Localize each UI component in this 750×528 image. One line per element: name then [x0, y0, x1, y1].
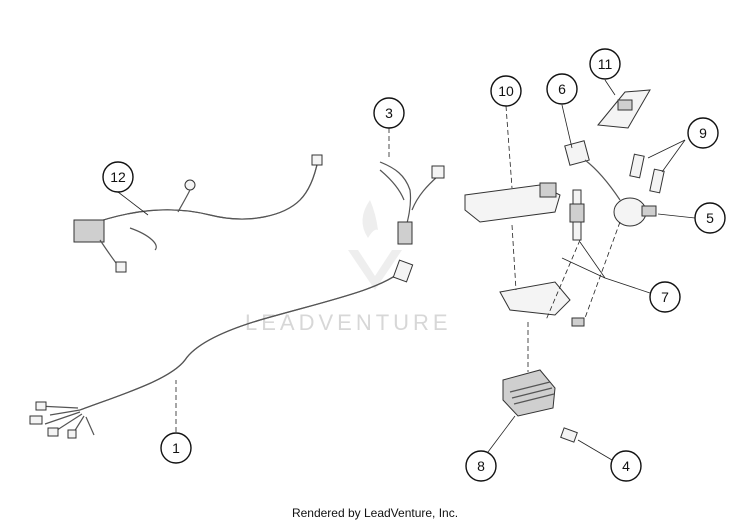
bolts [629, 153, 665, 194]
spark-plug [569, 189, 585, 241]
callout-6[interactable]: 6 [546, 73, 578, 105]
callout-4[interactable]: 4 [610, 450, 642, 482]
ignition-coil [564, 140, 657, 227]
svg-text:9: 9 [699, 125, 707, 141]
svg-text:8: 8 [477, 458, 485, 474]
main-wiring-harness [29, 259, 414, 439]
svg-text:12: 12 [110, 169, 126, 185]
callout-12[interactable]: 12 [102, 161, 134, 193]
mounting-bracket [499, 281, 585, 327]
svg-text:4: 4 [622, 458, 630, 474]
clip [560, 427, 578, 443]
control-module [464, 182, 561, 223]
voltage-regulator [502, 369, 556, 417]
callout-7[interactable]: 7 [649, 281, 681, 313]
footer-credit: Rendered by LeadVenture, Inc. [291, 506, 459, 520]
connector-harness [379, 161, 445, 245]
callout-1[interactable]: 1 [160, 432, 192, 464]
watermark-text: LEADVENTURE [245, 310, 452, 335]
callout-9[interactable]: 9 [687, 117, 719, 149]
cover-part [597, 89, 651, 129]
sub-harness [73, 154, 323, 273]
callout-11[interactable]: 11 [589, 48, 621, 80]
callout-3[interactable]: 3 [373, 97, 405, 129]
callout-10[interactable]: 10 [490, 75, 522, 107]
leader-lines [117, 79, 696, 461]
svg-text:1: 1 [172, 440, 180, 456]
callout-8[interactable]: 8 [465, 450, 497, 482]
svg-text:11: 11 [598, 56, 613, 72]
svg-text:10: 10 [498, 83, 514, 99]
svg-text:6: 6 [558, 81, 566, 97]
svg-text:7: 7 [661, 289, 669, 305]
callout-5[interactable]: 5 [694, 202, 726, 234]
svg-text:3: 3 [385, 105, 393, 121]
svg-text:5: 5 [706, 210, 714, 226]
leadventure-logo [348, 200, 402, 290]
